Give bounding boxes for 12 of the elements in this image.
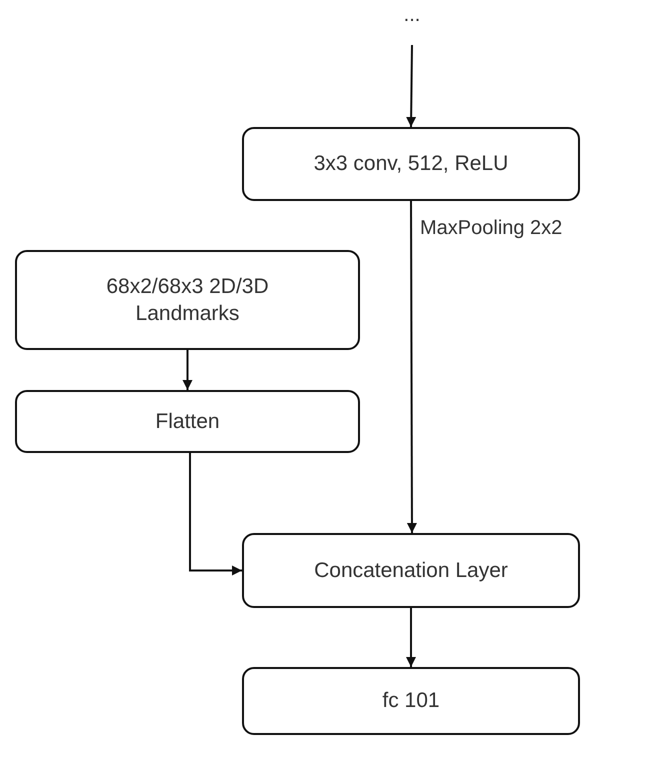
layer-box: fc 101 [242, 667, 580, 735]
ellipsis-text: ... [404, 3, 420, 28]
layer-box: 68x2/68x3 2D/3D Landmarks [15, 250, 360, 350]
layer-box: Flatten [15, 390, 360, 453]
arrow [182, 350, 192, 390]
edge-label: MaxPooling 2x2 [420, 217, 562, 240]
arrow [406, 201, 417, 533]
arrow [406, 44, 416, 128]
layer-box: Concatenation Layer [242, 533, 580, 608]
arrow [406, 608, 416, 667]
layer-box: 3x3 conv, 512, ReLU [242, 127, 580, 201]
arrow [189, 453, 242, 576]
